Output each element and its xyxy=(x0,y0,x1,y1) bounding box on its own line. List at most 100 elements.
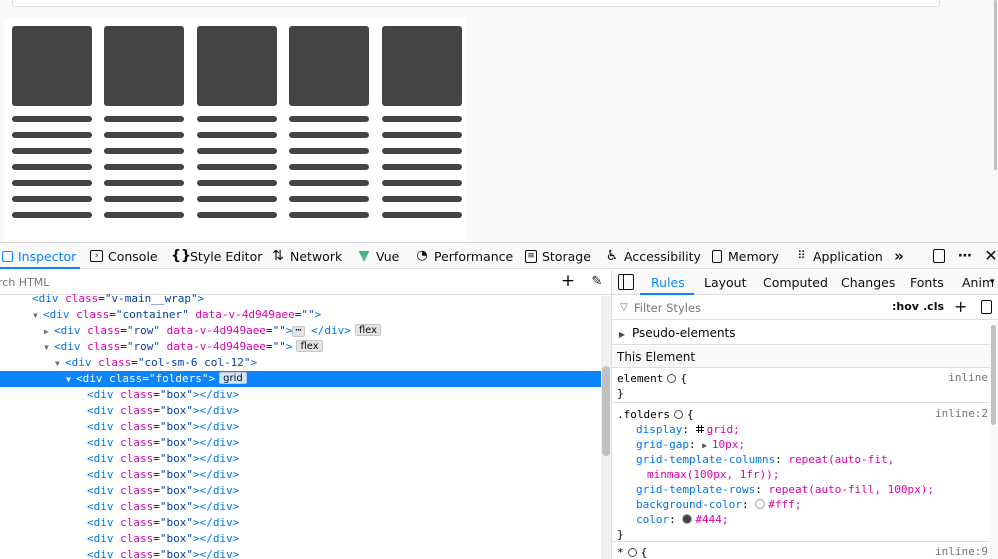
dock-side-icon[interactable] xyxy=(930,247,948,265)
attribute[interactable]: class="box" xyxy=(120,468,193,481)
page-scrollbar-thumb[interactable] xyxy=(994,0,997,170)
tab-layout[interactable]: Layout xyxy=(704,275,747,290)
declaration-color[interactable]: color: #444; xyxy=(636,513,729,526)
attribute[interactable]: class="col-sm-6 col-12" xyxy=(98,356,251,369)
twisty-right-icon[interactable]: ▶ xyxy=(44,327,49,336)
property-value-continued[interactable]: minmax(100px, 1fr)); xyxy=(647,467,779,482)
markup-node[interactable]: <div class="box"></div> xyxy=(0,531,602,547)
attribute[interactable]: data-v-4d949aee="" xyxy=(166,324,286,337)
sidebar-scrollbar[interactable] xyxy=(990,321,998,559)
rule-settings-icon[interactable] xyxy=(673,410,683,419)
property-name[interactable]: grid-template-columns xyxy=(636,453,776,466)
cls-toggle[interactable]: .cls xyxy=(923,300,945,313)
attribute[interactable]: class="row" xyxy=(87,324,160,337)
pseudo-elements-row[interactable]: ▶Pseudo-elements xyxy=(612,321,998,345)
attribute[interactable]: class="box" xyxy=(120,548,193,559)
add-rule-button[interactable]: + xyxy=(954,297,968,316)
tab-inspector[interactable]: Inspector xyxy=(2,243,76,269)
markup-node[interactable]: <div class="box"></div> xyxy=(0,547,602,559)
declaration-grid-template-rows[interactable]: grid-template-rows: repeat(auto-fill, 10… xyxy=(636,483,935,496)
twisty-down-icon[interactable]: ▼ xyxy=(55,359,60,368)
toggle-pane-icon[interactable] xyxy=(618,274,634,290)
property-value[interactable]: 10px; xyxy=(711,438,745,451)
twisty-down-icon[interactable]: ▼ xyxy=(66,375,71,384)
tab-memory[interactable]: Memory xyxy=(710,243,779,269)
markup-scrollbar[interactable] xyxy=(601,296,611,559)
markup-node[interactable]: ▼<div class="col-sm-6 col-12"> xyxy=(0,355,602,371)
property-name[interactable]: grid-gap xyxy=(636,438,689,451)
markup-node[interactable]: <div class="box"></div> xyxy=(0,483,602,499)
declaration-display[interactable]: display: grid; xyxy=(636,423,740,436)
markup-node[interactable]: <div class="box"></div> xyxy=(0,419,602,435)
markup-node[interactable]: ▶<div class="row" data-v-4d949aee="">⋯ <… xyxy=(0,323,602,339)
attribute[interactable]: class="box" xyxy=(120,420,193,433)
color-swatch-icon[interactable] xyxy=(682,514,693,524)
property-name[interactable]: grid-template-rows xyxy=(636,483,756,496)
tab-console[interactable]: ›Console xyxy=(90,243,158,269)
grid-badge[interactable]: grid xyxy=(219,372,247,384)
property-name[interactable]: color xyxy=(636,513,670,526)
attribute[interactable]: class="box" xyxy=(120,404,193,417)
property-value[interactable]: minmax(100px, 1fr)); xyxy=(647,468,780,481)
property-name[interactable]: background-color xyxy=(636,498,742,511)
color-picker-icon[interactable]: ✎ xyxy=(591,274,603,289)
attribute[interactable]: class="box" xyxy=(120,452,193,465)
tab-overflow-chevron-icon[interactable]: ▾ xyxy=(990,277,995,287)
markup-node[interactable]: ▼<div class="row" data-v-4d949aee="">fle… xyxy=(0,339,602,355)
hov-toggle[interactable]: :hov xyxy=(892,300,919,313)
markup-node[interactable]: <div class="v-main__wrap"> xyxy=(0,291,602,307)
tab-fonts[interactable]: Fonts xyxy=(910,275,944,290)
sidebar-scrollbar-thumb[interactable] xyxy=(991,325,996,425)
property-value[interactable]: repeat(auto-fill, 100px); xyxy=(768,483,935,496)
attribute[interactable]: class="folders" xyxy=(109,372,209,385)
markup-node[interactable]: <div class="box"></div> xyxy=(0,451,602,467)
tab-computed[interactable]: Computed xyxy=(763,275,828,290)
declaration-grid-template-columns[interactable]: grid-template-columns: repeat(auto-fit, xyxy=(636,453,895,466)
attribute[interactable]: class="row" xyxy=(87,340,160,353)
tab-accessibility[interactable]: ♿Accessibility xyxy=(605,248,701,264)
tab-rules[interactable]: Rules xyxy=(651,275,685,290)
add-node-button[interactable]: + xyxy=(560,271,576,291)
rule-source[interactable]: inline:9 xyxy=(935,545,988,558)
markup-tree[interactable]: <div class="v-main__wrap">▼<div class="c… xyxy=(0,292,602,559)
search-html-input[interactable] xyxy=(0,272,538,292)
markup-node[interactable]: <div class="box"></div> xyxy=(0,499,602,515)
declaration-background-color[interactable]: background-color: #fff; xyxy=(636,498,802,511)
attribute[interactable]: class="v-main__wrap" xyxy=(65,292,198,305)
tab-animations[interactable]: Anim xyxy=(962,275,995,290)
attribute[interactable]: class="container" xyxy=(76,308,189,321)
close-devtools-icon[interactable]: ✕ xyxy=(984,246,998,265)
attribute[interactable]: class="box" xyxy=(120,484,193,497)
markup-node[interactable]: <div class="box"></div> xyxy=(0,515,602,531)
markup-node-selected[interactable]: ▼<div class="folders">grid xyxy=(0,371,602,387)
more-options-icon[interactable]: ⋯ xyxy=(958,248,972,264)
markup-node[interactable]: <div class="box"></div> xyxy=(0,435,602,451)
property-value[interactable]: #444; xyxy=(695,513,729,526)
property-value[interactable]: grid; xyxy=(706,423,740,436)
attribute[interactable]: class="box" xyxy=(120,516,193,529)
collapsed-children-icon[interactable]: ⋯ xyxy=(292,326,305,337)
tab-network[interactable]: ⇅Network xyxy=(272,248,343,264)
tab-changes[interactable]: Changes xyxy=(841,275,896,290)
markup-scrollbar-thumb[interactable] xyxy=(602,366,610,456)
more-tabs-chevron-icon[interactable]: » xyxy=(894,247,904,265)
attribute[interactable]: class="box" xyxy=(120,500,193,513)
declaration-grid-gap[interactable]: grid-gap: ▶ 10px; xyxy=(636,438,745,451)
print-media-icon[interactable] xyxy=(981,300,992,314)
tab-style-editor[interactable]: {}Style Editor xyxy=(171,248,263,264)
filter-styles-input[interactable] xyxy=(634,299,874,317)
flex-badge[interactable]: flex xyxy=(296,340,323,352)
rule-source[interactable]: inline:2 xyxy=(935,407,988,420)
rule-settings-icon[interactable] xyxy=(627,548,637,557)
attribute[interactable]: class="box" xyxy=(120,532,193,545)
attribute[interactable]: class="box" xyxy=(120,436,193,449)
attribute[interactable]: data-v-4d949aee="" xyxy=(166,340,286,353)
markup-node[interactable]: <div class="box"></div> xyxy=(0,403,602,419)
rule-source[interactable]: inline xyxy=(948,371,988,384)
grid-highlighter-icon[interactable] xyxy=(695,425,704,433)
markup-node[interactable]: <div class="box"></div> xyxy=(0,467,602,483)
tab-vue[interactable]: ▼Vue xyxy=(358,248,400,264)
twisty-down-icon[interactable]: ▼ xyxy=(44,343,49,352)
markup-node[interactable]: ▼<div class="container" data-v-4d949aee=… xyxy=(0,307,602,323)
color-swatch-icon[interactable] xyxy=(755,499,766,509)
